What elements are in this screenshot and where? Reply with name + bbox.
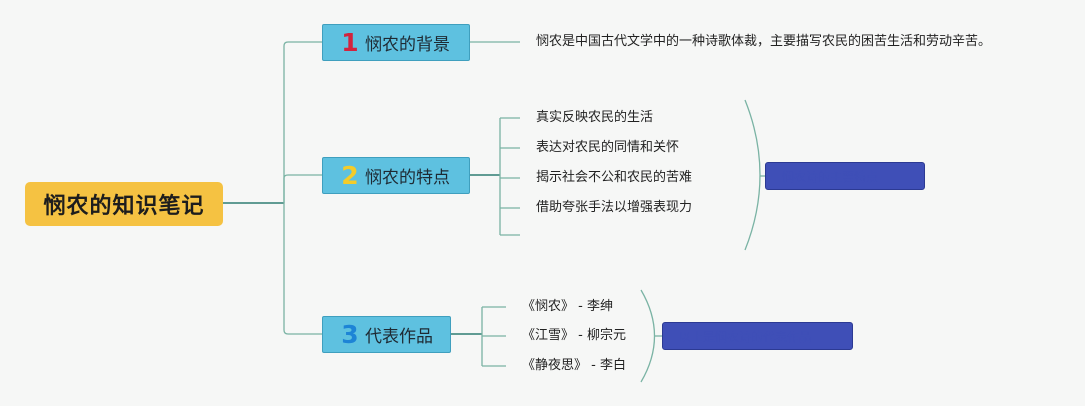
topic-2[interactable]: 2 悯农的特点 — [322, 157, 470, 194]
topic-2-number: 2 — [341, 161, 359, 190]
root-topic[interactable]: 悯农的知识笔记 — [25, 182, 223, 226]
root-to-topic-2-line — [283, 174, 322, 203]
topic-2-leaf-4[interactable]: 借助夸张手法以增强表现力 — [536, 200, 693, 215]
topic-3-leaf-1[interactable]: 《悯农》 - 李绅 — [522, 299, 613, 314]
topic-2-label: 悯农的特点 — [365, 168, 450, 188]
root-to-topic-3-line — [283, 203, 322, 335]
topic-3-summary-bracket — [640, 289, 656, 383]
topic-2-summary[interactable]: 悯农诗的主要特点 — [765, 162, 925, 190]
root-to-topic-1-line — [283, 41, 322, 203]
topic-3-number: 3 — [341, 320, 359, 349]
topic-3-label: 代表作品 — [365, 327, 433, 347]
topic-2-leaf-2[interactable]: 表达对农民的同情和关怀 — [536, 140, 680, 155]
topic-2-summary-bracket — [744, 99, 761, 251]
topic-1-leaf-1[interactable]: 悯农是中国古代文学中的一种诗歌体裁，主要描写农民的困苦生活和劳动辛苦。 — [536, 34, 992, 49]
topic-3-leaf-3[interactable]: 《静夜思》 - 李白 — [522, 358, 626, 373]
topic-3-summary[interactable]: 以上是悯农诗的代表作品 — [662, 322, 853, 350]
topic-1[interactable]: 1 悯农的背景 — [322, 24, 470, 61]
topic-2-leaf-1[interactable]: 真实反映农民的生活 — [536, 110, 654, 125]
topic-1-number: 1 — [341, 28, 359, 57]
topic-3-leaf-2[interactable]: 《江雪》 - 柳宗元 — [522, 328, 626, 343]
topic-2-leaf-3[interactable]: 揭示社会不公和农民的苦难 — [536, 170, 693, 185]
topic-1-label: 悯农的背景 — [365, 35, 450, 55]
topic-3[interactable]: 3 代表作品 — [322, 316, 451, 353]
